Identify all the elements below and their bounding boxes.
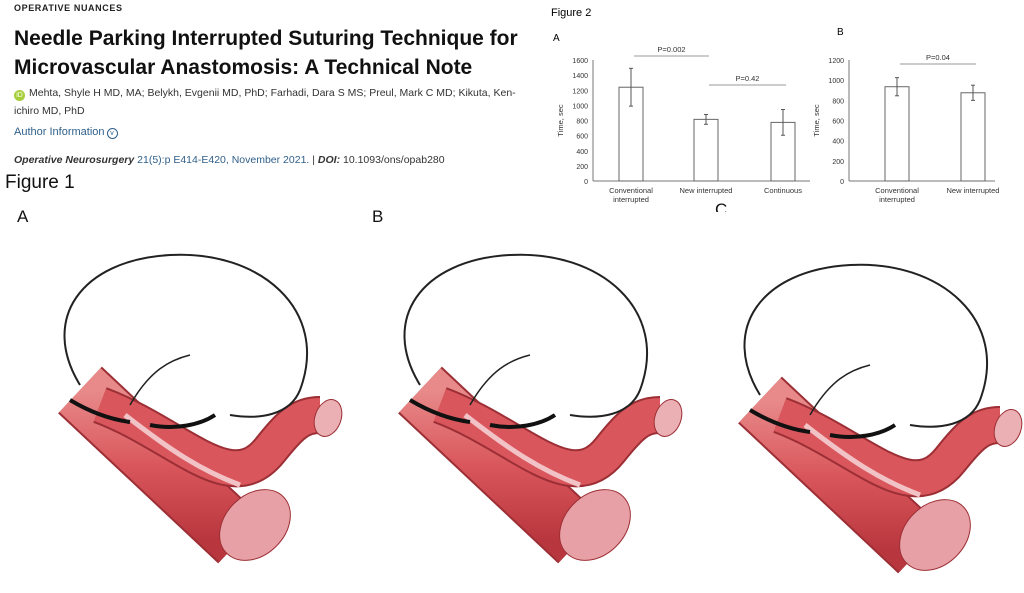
article-title: Needle Parking Interrupted Suturing Tech… xyxy=(14,27,518,79)
figure1-title: Figure 1 xyxy=(5,172,75,193)
y-tick-label: 800 xyxy=(832,98,844,105)
authors-text[interactable]: Mehta, Shyle H MD, MA; Belykh, Evgenii M… xyxy=(14,87,516,117)
y-tick-label: 1200 xyxy=(572,88,588,95)
article-title-container: Needle Parking Interrupted Suturing Tech… xyxy=(14,24,539,82)
y-tick-label: 1000 xyxy=(828,78,844,85)
chevron-down-icon[interactable]: v xyxy=(106,128,118,139)
y-tick-label: 600 xyxy=(576,134,588,141)
x-tick-label: interrupted xyxy=(879,195,915,204)
y-tick-label: 600 xyxy=(832,119,844,126)
x-tick-label: Conventional xyxy=(609,186,653,195)
figure2-charts: Figure 2 A B 0 200 400 600 800 1000 1200 1400 16… xyxy=(551,7,999,204)
p-value-label: P=0.42 xyxy=(736,74,760,83)
y-tick-label: 1600 xyxy=(572,58,588,65)
x-tick-label: New interrupted xyxy=(680,186,733,195)
bar xyxy=(693,118,719,182)
x-tick-label: interrupted xyxy=(613,195,649,204)
author-info-label[interactable]: Author Information xyxy=(14,126,105,138)
x-tick-label: New interrupted xyxy=(947,186,1000,195)
citation: Operative Neurosurgery 21(5):p E414-E420… xyxy=(14,154,445,166)
bar xyxy=(884,86,910,182)
doi-label: DOI: xyxy=(317,154,341,166)
panel-label-c: C xyxy=(715,200,728,212)
y-tick-label: 1400 xyxy=(572,73,588,80)
x-tick-label: Conventional xyxy=(875,186,919,195)
y-tick-label: 0 xyxy=(840,179,844,186)
figure1-illustrations xyxy=(0,200,1024,593)
panel-label-b: B xyxy=(372,207,384,226)
chart-a-label: A xyxy=(553,33,560,44)
issue-link[interactable]: 21(5):p E414-E420, November 2021. xyxy=(137,154,310,166)
article-kicker: OPERATIVE NUANCES xyxy=(14,3,123,13)
figure2-title: Figure 2 xyxy=(551,7,591,19)
orcid-icon[interactable]: iD xyxy=(14,90,25,101)
panel-label-a: A xyxy=(17,207,29,226)
vessel-illustration-c xyxy=(744,265,1024,585)
p-value-label: P=0.002 xyxy=(657,45,685,54)
y-tick-label: 800 xyxy=(576,119,588,126)
y-tick-label: 1000 xyxy=(572,103,588,110)
y-tick-label: 200 xyxy=(832,159,844,166)
y-axis-label: Time, sec xyxy=(556,104,565,136)
chart-b-label: B xyxy=(837,27,844,38)
bar xyxy=(960,92,986,182)
y-tick-label: 1200 xyxy=(828,58,844,65)
vessel-illustration-b xyxy=(404,255,686,575)
y-tick-label: 0 xyxy=(584,179,588,186)
journal-name: Operative Neurosurgery xyxy=(14,154,135,166)
y-tick-label: 400 xyxy=(832,139,844,146)
y-tick-label: 400 xyxy=(576,149,588,156)
p-value-label: P=0.04 xyxy=(926,53,950,62)
x-tick-label: Continuous xyxy=(764,186,802,195)
y-axis-label: Time, sec xyxy=(812,104,821,136)
vessel-illustration-a xyxy=(64,255,346,575)
y-tick-label: 200 xyxy=(576,164,588,171)
doi-value[interactable]: 10.1093/ons/opab280 xyxy=(343,154,445,166)
